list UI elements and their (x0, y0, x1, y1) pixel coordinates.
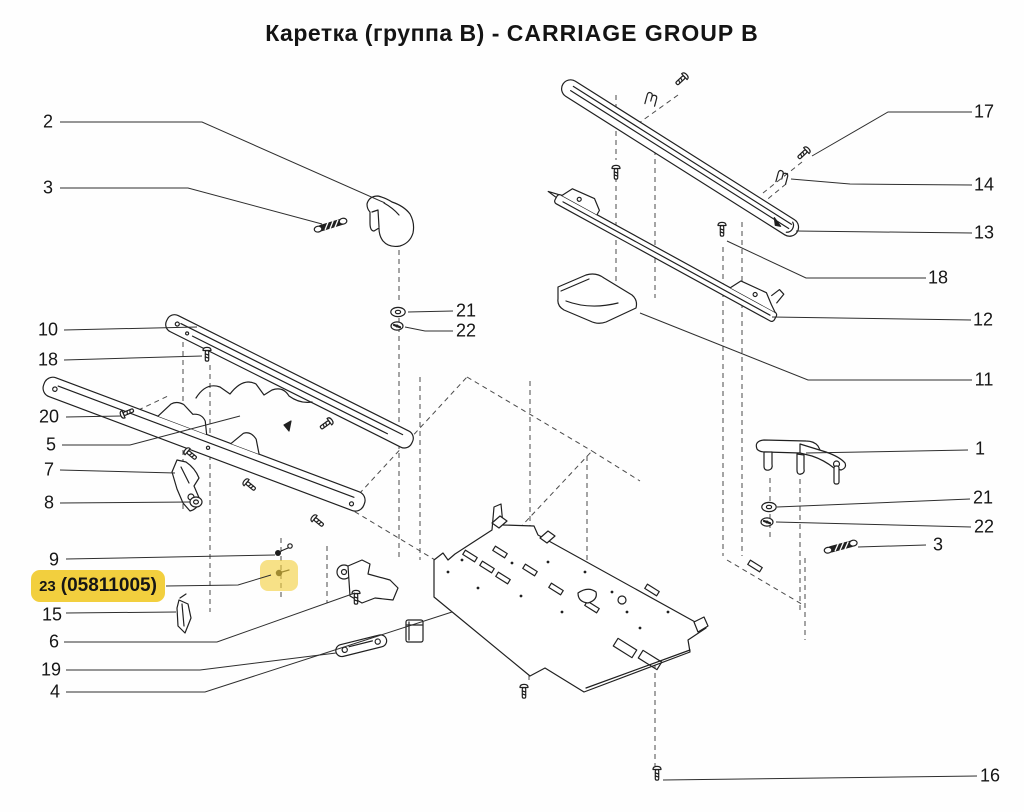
leader-line (404, 326, 453, 332)
callout-10[interactable]: 10 (37, 319, 59, 340)
callout-3[interactable]: 3 (932, 534, 944, 555)
callout-16[interactable]: 16 (979, 765, 1001, 786)
callout-11[interactable]: 11 (974, 369, 994, 390)
callout-8[interactable]: 8 (43, 492, 55, 513)
part-5-lower-rail (42, 376, 366, 512)
plate-holes (446, 558, 670, 630)
title-separator: - (484, 20, 507, 46)
highlighted-part-marker (260, 560, 298, 591)
leader-line (639, 312, 972, 381)
part-13-top-rail (561, 79, 800, 237)
callout-1[interactable]: 1 (974, 438, 986, 459)
leader-line (857, 544, 927, 548)
title-russian: Каретка (группа В) (265, 20, 485, 46)
callout-4[interactable]: 4 (49, 681, 61, 702)
page-title: Каретка (группа В) - CARRIAGE GROUP B (0, 20, 1024, 47)
title-english: CARRIAGE GROUP B (506, 20, 759, 46)
callout-13[interactable]: 13 (973, 222, 995, 243)
leader-line (407, 310, 454, 313)
leader-line (60, 121, 386, 204)
callout-18[interactable]: 18 (37, 349, 59, 370)
leader-line (790, 178, 973, 186)
leader-line (65, 554, 276, 560)
leader-line (64, 592, 356, 643)
callout-7[interactable]: 7 (43, 459, 55, 480)
leader-line (62, 415, 241, 446)
callout-22[interactable]: 22 (973, 516, 995, 537)
highlighted-part-number: 23 (39, 577, 56, 595)
callout-22[interactable]: 22 (455, 320, 477, 341)
callout-2[interactable]: 2 (42, 111, 54, 132)
part-9-screw (275, 543, 293, 556)
leader-line (662, 775, 978, 781)
part-11-deflector (557, 273, 638, 324)
leader-line (66, 611, 453, 693)
callout-14[interactable]: 14 (973, 174, 995, 195)
part-4-base-plate (433, 503, 763, 693)
leader-line (775, 521, 972, 528)
leader-line (165, 574, 272, 587)
leader-line (59, 469, 176, 474)
leader-line (59, 501, 191, 504)
leader-line (66, 652, 337, 671)
part-15-wedge (176, 593, 192, 634)
highlighted-part-code: (05811005) (60, 575, 157, 596)
callout-12[interactable]: 12 (972, 309, 994, 330)
leader-line (805, 449, 969, 454)
leader-line (60, 187, 323, 225)
assembly-axis-lines (129, 94, 806, 766)
leader-line (65, 415, 122, 418)
callout-18[interactable]: 18 (927, 267, 949, 288)
callout-3[interactable]: 3 (42, 177, 54, 198)
highlighted-part-label[interactable]: 23(05811005) (31, 570, 165, 602)
part-10-upper-rail (165, 314, 414, 449)
leader-line (63, 326, 198, 331)
part-12-middle-rail (547, 188, 785, 322)
part-1-handle (755, 439, 847, 485)
part-2-release-lever (366, 195, 415, 248)
callout-17[interactable]: 17 (973, 101, 995, 122)
leader-line (776, 498, 971, 508)
callout-21[interactable]: 21 (455, 300, 477, 321)
leader-line (795, 230, 973, 234)
leader-line (811, 111, 972, 157)
callout-15[interactable]: 15 (41, 604, 63, 625)
leader-line (63, 355, 203, 361)
leader-line (65, 611, 177, 614)
leader-line (726, 240, 926, 279)
callout-20[interactable]: 20 (38, 406, 60, 427)
callout-6[interactable]: 6 (48, 631, 60, 652)
leader-line (771, 316, 972, 321)
part-19-link (335, 634, 388, 658)
callout-5[interactable]: 5 (45, 434, 57, 455)
callout-9[interactable]: 9 (48, 549, 60, 570)
callout-21[interactable]: 21 (972, 487, 994, 508)
callout-19[interactable]: 19 (40, 659, 62, 680)
